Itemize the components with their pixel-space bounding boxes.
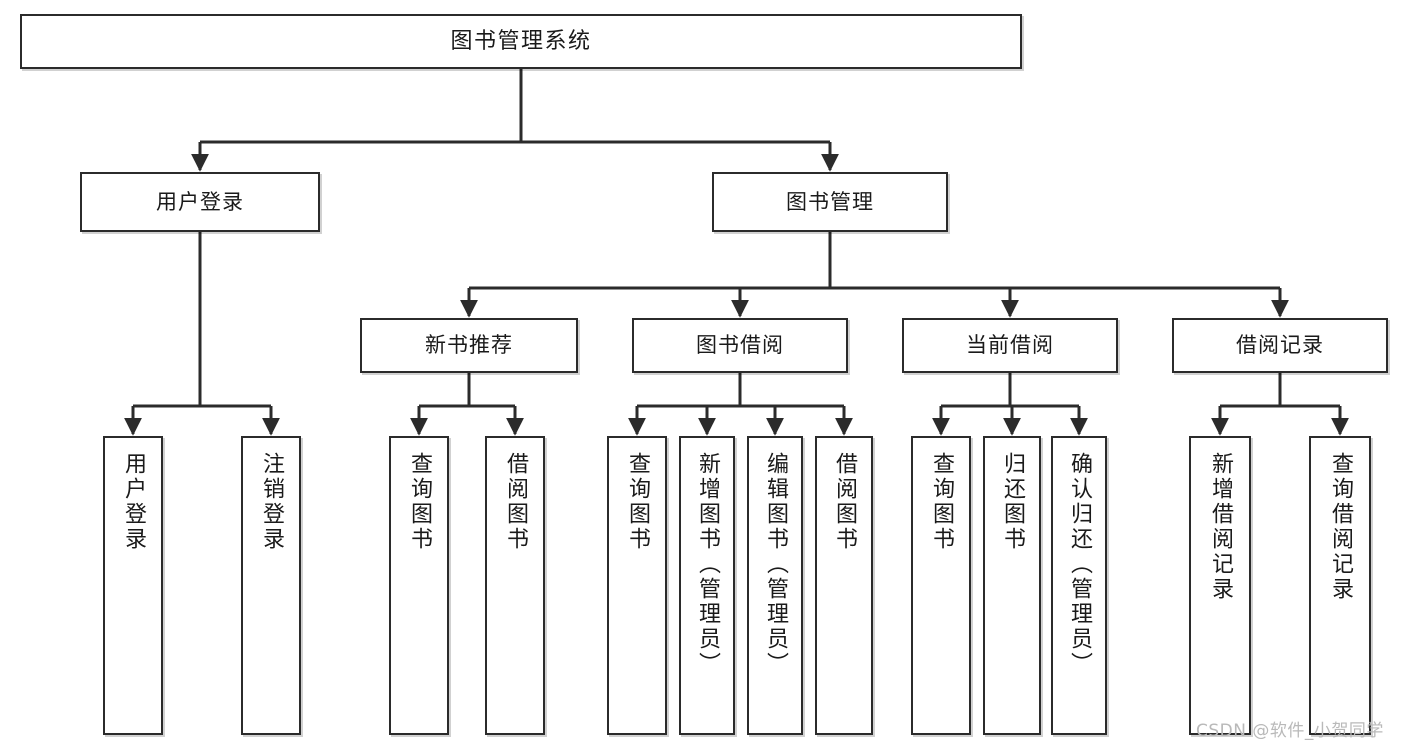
node-leaf-add-book-admin[interactable]: 新增图书（管理员） <box>679 436 735 735</box>
node-label: 新书推荐 <box>425 333 513 358</box>
node-leaf-return-book[interactable]: 归还图书 <box>983 436 1041 735</box>
node-book-manage[interactable]: 图书管理 <box>712 172 948 232</box>
node-label: 新增借阅记录 <box>1208 452 1233 602</box>
node-label: 编辑图书（管理员） <box>763 452 788 677</box>
node-label: 确认归还（管理员） <box>1067 452 1092 677</box>
node-label: 查询图书 <box>625 452 650 552</box>
node-leaf-edit-book-admin[interactable]: 编辑图书（管理员） <box>747 436 803 735</box>
node-leaf-query-book-1[interactable]: 查询图书 <box>389 436 449 735</box>
node-book-borrow[interactable]: 图书借阅 <box>632 318 848 373</box>
node-label: 图书管理系统 <box>450 28 592 54</box>
node-leaf-query-book-2[interactable]: 查询图书 <box>607 436 667 735</box>
node-leaf-query-book-3[interactable]: 查询图书 <box>911 436 971 735</box>
node-label: 用户登录 <box>121 452 146 552</box>
node-label: 查询图书 <box>407 452 432 552</box>
node-label: 图书管理 <box>786 189 874 214</box>
node-label: 新增图书（管理员） <box>695 452 720 677</box>
node-leaf-add-borrow-record[interactable]: 新增借阅记录 <box>1189 436 1251 735</box>
node-leaf-user-login[interactable]: 用户登录 <box>103 436 163 735</box>
node-leaf-borrow-book-2[interactable]: 借阅图书 <box>815 436 873 735</box>
node-label: 归还图书 <box>1000 452 1025 552</box>
node-new-book-rec[interactable]: 新书推荐 <box>360 318 578 373</box>
csdn-watermark: CSDN @软件_小贺同学 <box>1196 721 1384 741</box>
node-user-login[interactable]: 用户登录 <box>80 172 320 232</box>
node-leaf-query-borrow-record[interactable]: 查询借阅记录 <box>1309 436 1371 735</box>
node-leaf-borrow-book-1[interactable]: 借阅图书 <box>485 436 545 735</box>
node-label: 当前借阅 <box>966 333 1054 358</box>
node-root-system[interactable]: 图书管理系统 <box>20 14 1022 69</box>
node-label: 借阅记录 <box>1236 333 1324 358</box>
node-label: 借阅图书 <box>503 452 528 552</box>
node-label: 查询图书 <box>929 452 954 552</box>
node-label: 查询借阅记录 <box>1328 452 1353 602</box>
node-leaf-confirm-return-admin[interactable]: 确认归还（管理员） <box>1051 436 1107 735</box>
node-label: 用户登录 <box>156 189 244 214</box>
node-current-borrow[interactable]: 当前借阅 <box>902 318 1118 373</box>
node-borrow-record[interactable]: 借阅记录 <box>1172 318 1388 373</box>
node-leaf-user-logout[interactable]: 注销登录 <box>241 436 301 735</box>
node-label: 注销登录 <box>259 452 284 552</box>
node-label: 借阅图书 <box>832 452 857 552</box>
node-label: 图书借阅 <box>696 333 784 358</box>
